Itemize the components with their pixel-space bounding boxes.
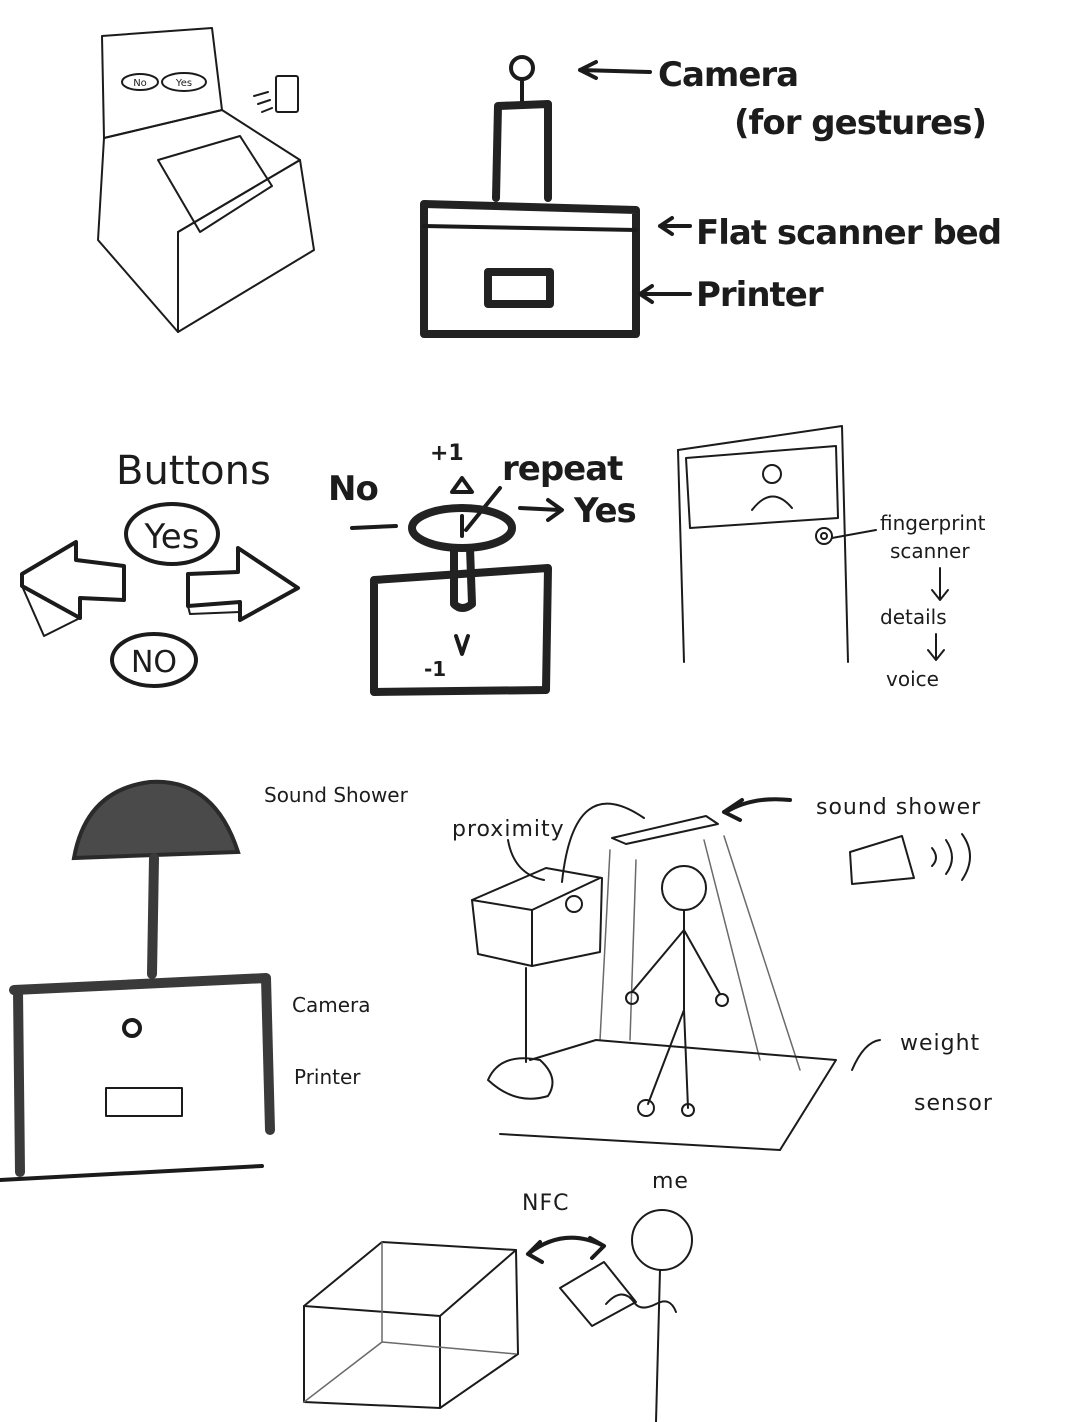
sensor-label: sensor	[914, 1091, 993, 1116]
joystick-sketch: +1 No repeat Yes -1	[328, 441, 637, 696]
up-arrow-icon	[450, 476, 474, 494]
camera-icon	[509, 55, 535, 81]
proximity-label: proximity	[452, 817, 565, 842]
camera-label: Camera	[658, 55, 798, 95]
screen-no-button-sketch	[121, 73, 159, 91]
booth-sensors-sketch: proximity sound shower weight sensor	[452, 795, 993, 1151]
left-arrow-icon	[20, 540, 126, 620]
right-arrow-icon	[186, 546, 300, 622]
screen-yes-label: Yes	[175, 78, 192, 89]
flat-scanner-bed-label: Flat scanner bed	[696, 213, 1001, 253]
no-button-sketch	[110, 632, 198, 688]
stick-figure-head	[661, 865, 707, 911]
printer-slot	[105, 1087, 183, 1117]
camera-lens-icon	[122, 1018, 142, 1038]
person-head	[631, 1209, 693, 1271]
nfc-card-icon	[559, 1261, 637, 1327]
buttons-sketch: Buttons Yes NO	[20, 448, 300, 688]
camera-label-left: Camera	[292, 993, 371, 1017]
weight-pad	[487, 1057, 554, 1100]
sound-shower-label-right: sound shower	[816, 795, 981, 820]
plus-one-label: +1	[430, 441, 464, 466]
sound-shower-panel	[611, 815, 719, 845]
scanner-printer-sketch: Camera (for gestures) Flat scanner bed P…	[420, 55, 1002, 338]
kiosk-sketch: No Yes	[97, 27, 315, 333]
fingerprint-door-sketch: fingerprint scanner details voice	[677, 425, 986, 691]
no-button-label: NO	[131, 645, 177, 680]
screen-no-label: No	[133, 78, 147, 89]
yes-button-sketch	[124, 502, 220, 566]
fingerprint-icon	[815, 527, 833, 545]
minus-one-label: -1	[424, 657, 446, 681]
weight-label: weight	[900, 1031, 980, 1056]
phone-icon	[275, 75, 299, 113]
sound-shower-label-left: Sound Shower	[264, 783, 409, 807]
screen-yes-button-sketch	[161, 72, 207, 92]
nfc-sketch: NFC me	[303, 1169, 693, 1422]
buttons-title: Buttons	[116, 448, 271, 494]
no-direction-label: No	[328, 469, 378, 509]
person-head-icon	[762, 464, 782, 484]
yes-button-label: Yes	[144, 517, 200, 557]
repeat-label: repeat	[502, 449, 623, 489]
details-label: details	[880, 605, 947, 629]
camera-note-label: (for gestures)	[734, 103, 986, 143]
cabinet-sound-shower-sketch: Sound Shower Camera Printer	[0, 779, 409, 1182]
fingerprint-label-line1: fingerprint	[880, 511, 986, 535]
printer-label: Printer	[696, 275, 824, 315]
printer-label-left: Printer	[294, 1065, 361, 1089]
sound-shower-dome	[71, 779, 241, 861]
me-label: me	[652, 1169, 689, 1194]
speaker-icon	[849, 835, 915, 885]
proximity-sensor-icon	[565, 895, 583, 913]
nfc-label: NFC	[522, 1191, 569, 1216]
voice-label: voice	[886, 667, 939, 691]
yes-direction-label: Yes	[573, 491, 636, 531]
fingerprint-label-line2: scanner	[890, 539, 970, 563]
